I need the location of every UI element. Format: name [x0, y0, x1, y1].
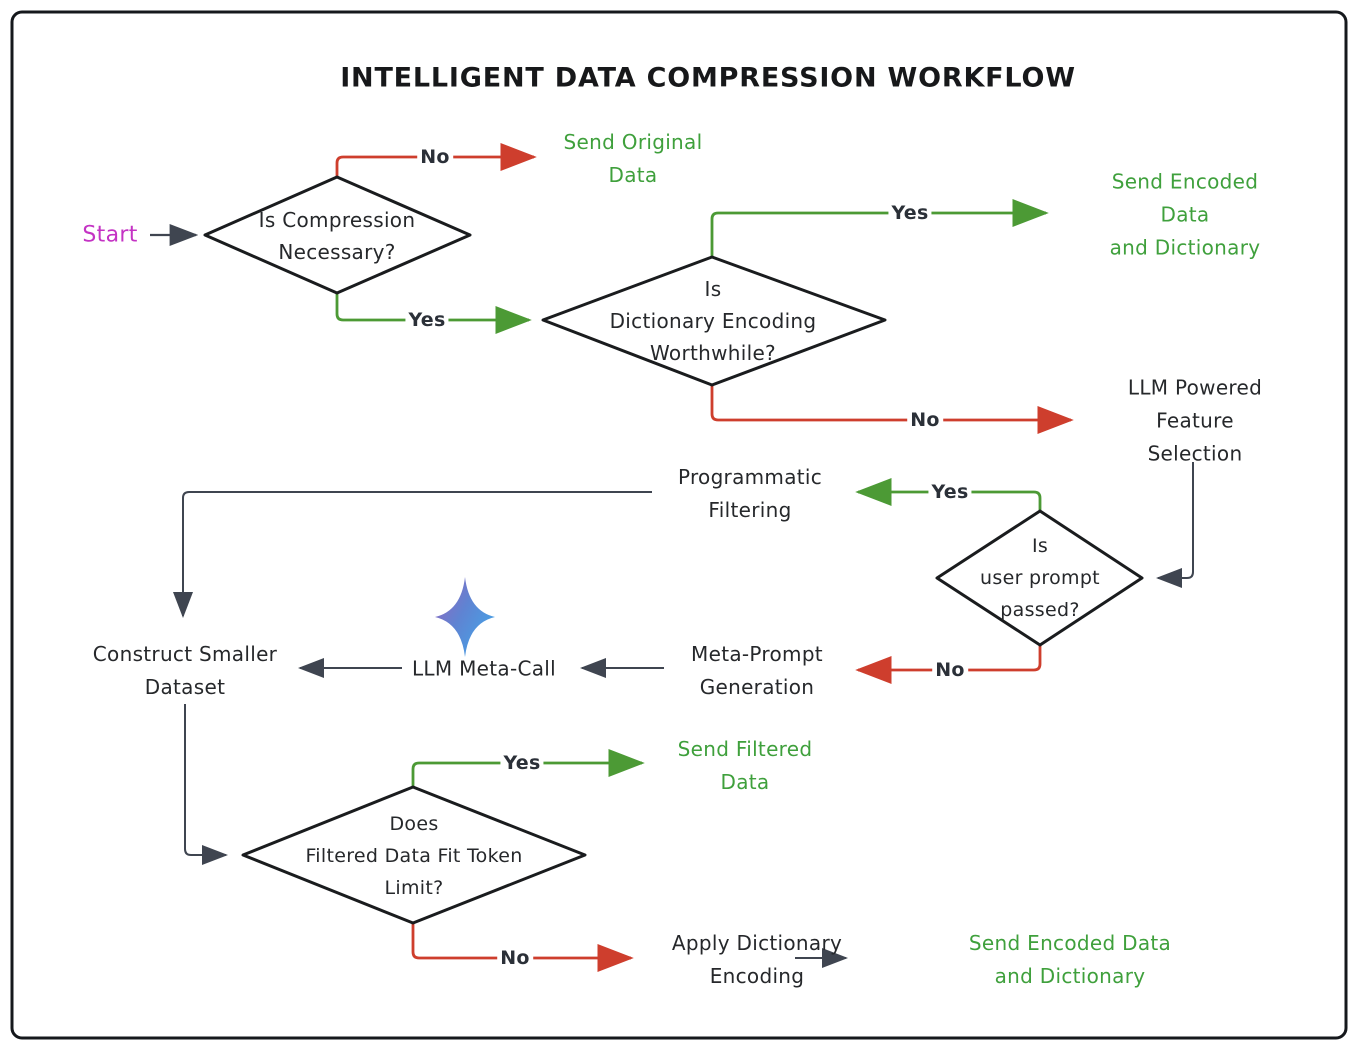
- process-construct-smaller-dataset: Construct Smaller Dataset: [92, 642, 278, 699]
- edge-label-no-dictionary: No: [907, 409, 943, 431]
- edge-label-no-compression: No: [417, 146, 453, 168]
- decision-compression-label: Is Compression Necessary?: [258, 208, 416, 264]
- outcome-send-encoded-data-top: Send Encoded Data and Dictionary: [1109, 169, 1261, 260]
- decision-dictionary-shape: [541, 255, 887, 387]
- edge-label-yes-dictionary: Yes: [888, 202, 932, 224]
- edge-label-yes-compression: Yes: [405, 309, 449, 331]
- decision-compression-shape: [203, 175, 472, 295]
- process-apply-dictionary-encoding: Apply Dictionary Encoding: [671, 931, 843, 988]
- gemini-sparkle-icon: [435, 577, 495, 657]
- process-meta-prompt-generation: Meta-Prompt Generation: [691, 642, 823, 699]
- process-llm-meta-call: LLM Meta-Call: [411, 656, 557, 681]
- edge-label-no-token: No: [497, 947, 533, 969]
- process-llm-feature-selection: LLM Powered Feature Selection: [1127, 375, 1263, 466]
- decision-dictionary-label: Is Dictionary Encoding Worthwhile?: [609, 277, 817, 365]
- start-label: Start: [82, 222, 138, 248]
- decision-token-shape: [241, 785, 587, 925]
- outcome-send-filtered-data: Send Filtered Data: [677, 737, 813, 794]
- decision-prompt-shape: [935, 509, 1144, 647]
- process-programmatic-filtering: Programmatic Filtering: [677, 465, 823, 522]
- decision-prompt-label: Is user prompt passed?: [980, 535, 1100, 621]
- edge-label-yes-prompt: Yes: [928, 481, 972, 503]
- frame-border: [10, 10, 1348, 1040]
- outcome-send-original-data: Send Original Data: [563, 130, 703, 187]
- edge-label-yes-token: Yes: [500, 752, 544, 774]
- outcome-send-encoded-data-bottom: Send Encoded Data and Dictionary: [968, 931, 1172, 988]
- flowchart-title: INTELLIGENT DATA COMPRESSION WORKFLOW: [340, 62, 1076, 94]
- decision-token-label: Does Filtered Data Fit Token Limit?: [305, 813, 523, 899]
- edge-label-no-prompt: No: [932, 659, 968, 681]
